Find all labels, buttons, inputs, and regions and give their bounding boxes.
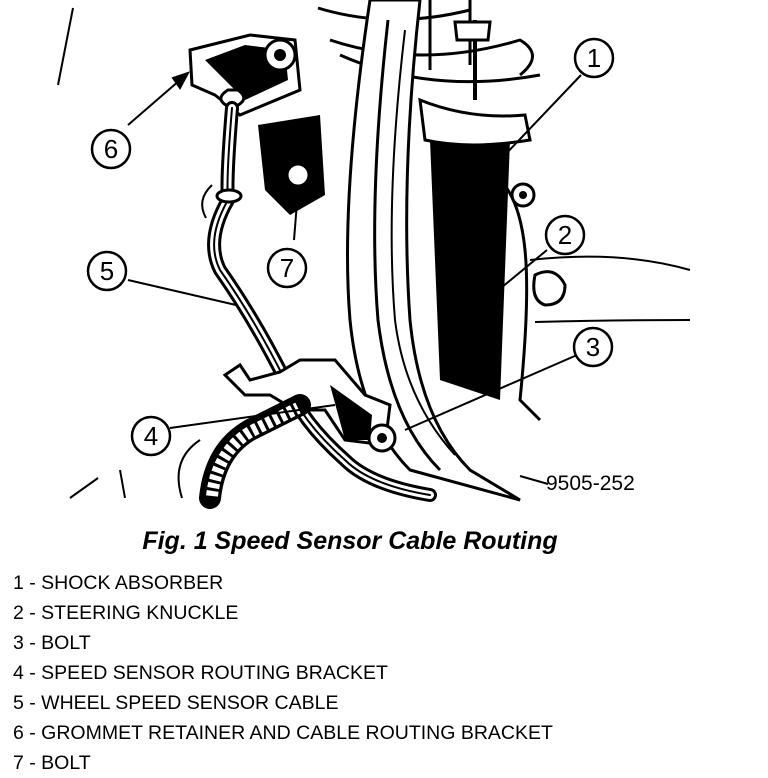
legend-item-wheel-speed-sensor-cable: 5 - WHEEL SPEED SENSOR CABLE: [13, 692, 339, 714]
background-lines: [57, 7, 213, 499]
legend-item-bolt: 3 - BOLT: [13, 632, 91, 654]
svg-text:5: 5: [100, 256, 114, 286]
callout-1: 1: [573, 37, 615, 79]
steering-knuckle: [346, 0, 691, 502]
speed-sensor-cable-illustration: 1 2 3 4 5 6 7 9505-252: [57, 0, 691, 509]
svg-text:1: 1: [587, 43, 601, 73]
svg-text:2: 2: [558, 220, 572, 250]
callout-4: 4: [130, 415, 172, 457]
brake-hose: [199, 394, 311, 509]
leader-lines: [127, 71, 582, 485]
svg-text:6: 6: [104, 134, 118, 164]
grommet-retainer-bracket: [188, 33, 325, 215]
legend-list: 1 - SHOCK ABSORBER 2 - STEERING KNUCKLE …: [13, 568, 553, 778]
legend-item-speed-sensor-routing-bracket: 4 - SPEED SENSOR ROUTING BRACKET: [13, 662, 388, 684]
wheel-speed-sensor-cable: [207, 101, 437, 502]
figure-code: 9505-252: [546, 472, 635, 495]
shock-absorber: [418, 20, 532, 400]
figure-caption: Fig. 1 Speed Sensor Cable Routing: [142, 527, 558, 555]
legend-item-grommet-retainer-bracket: 6 - GROMMET RETAINER AND CABLE ROUTING B…: [13, 722, 553, 744]
callout-2: 2: [544, 214, 586, 256]
svg-text:7: 7: [280, 253, 294, 283]
legend-item-bolt-2: 7 - BOLT: [13, 752, 91, 774]
svg-text:4: 4: [144, 421, 158, 451]
callout-3: 3: [572, 326, 614, 368]
svg-text:3: 3: [586, 332, 600, 362]
legend-item-steering-knuckle: 2 - STEERING KNUCKLE: [13, 602, 239, 624]
callout-5: 5: [86, 250, 128, 292]
callout-7: 7: [266, 247, 308, 289]
coil-spring: [317, 0, 541, 84]
legend-item-shock-absorber: 1 - SHOCK ABSORBER: [13, 572, 224, 594]
callout-6: 6: [90, 128, 132, 170]
